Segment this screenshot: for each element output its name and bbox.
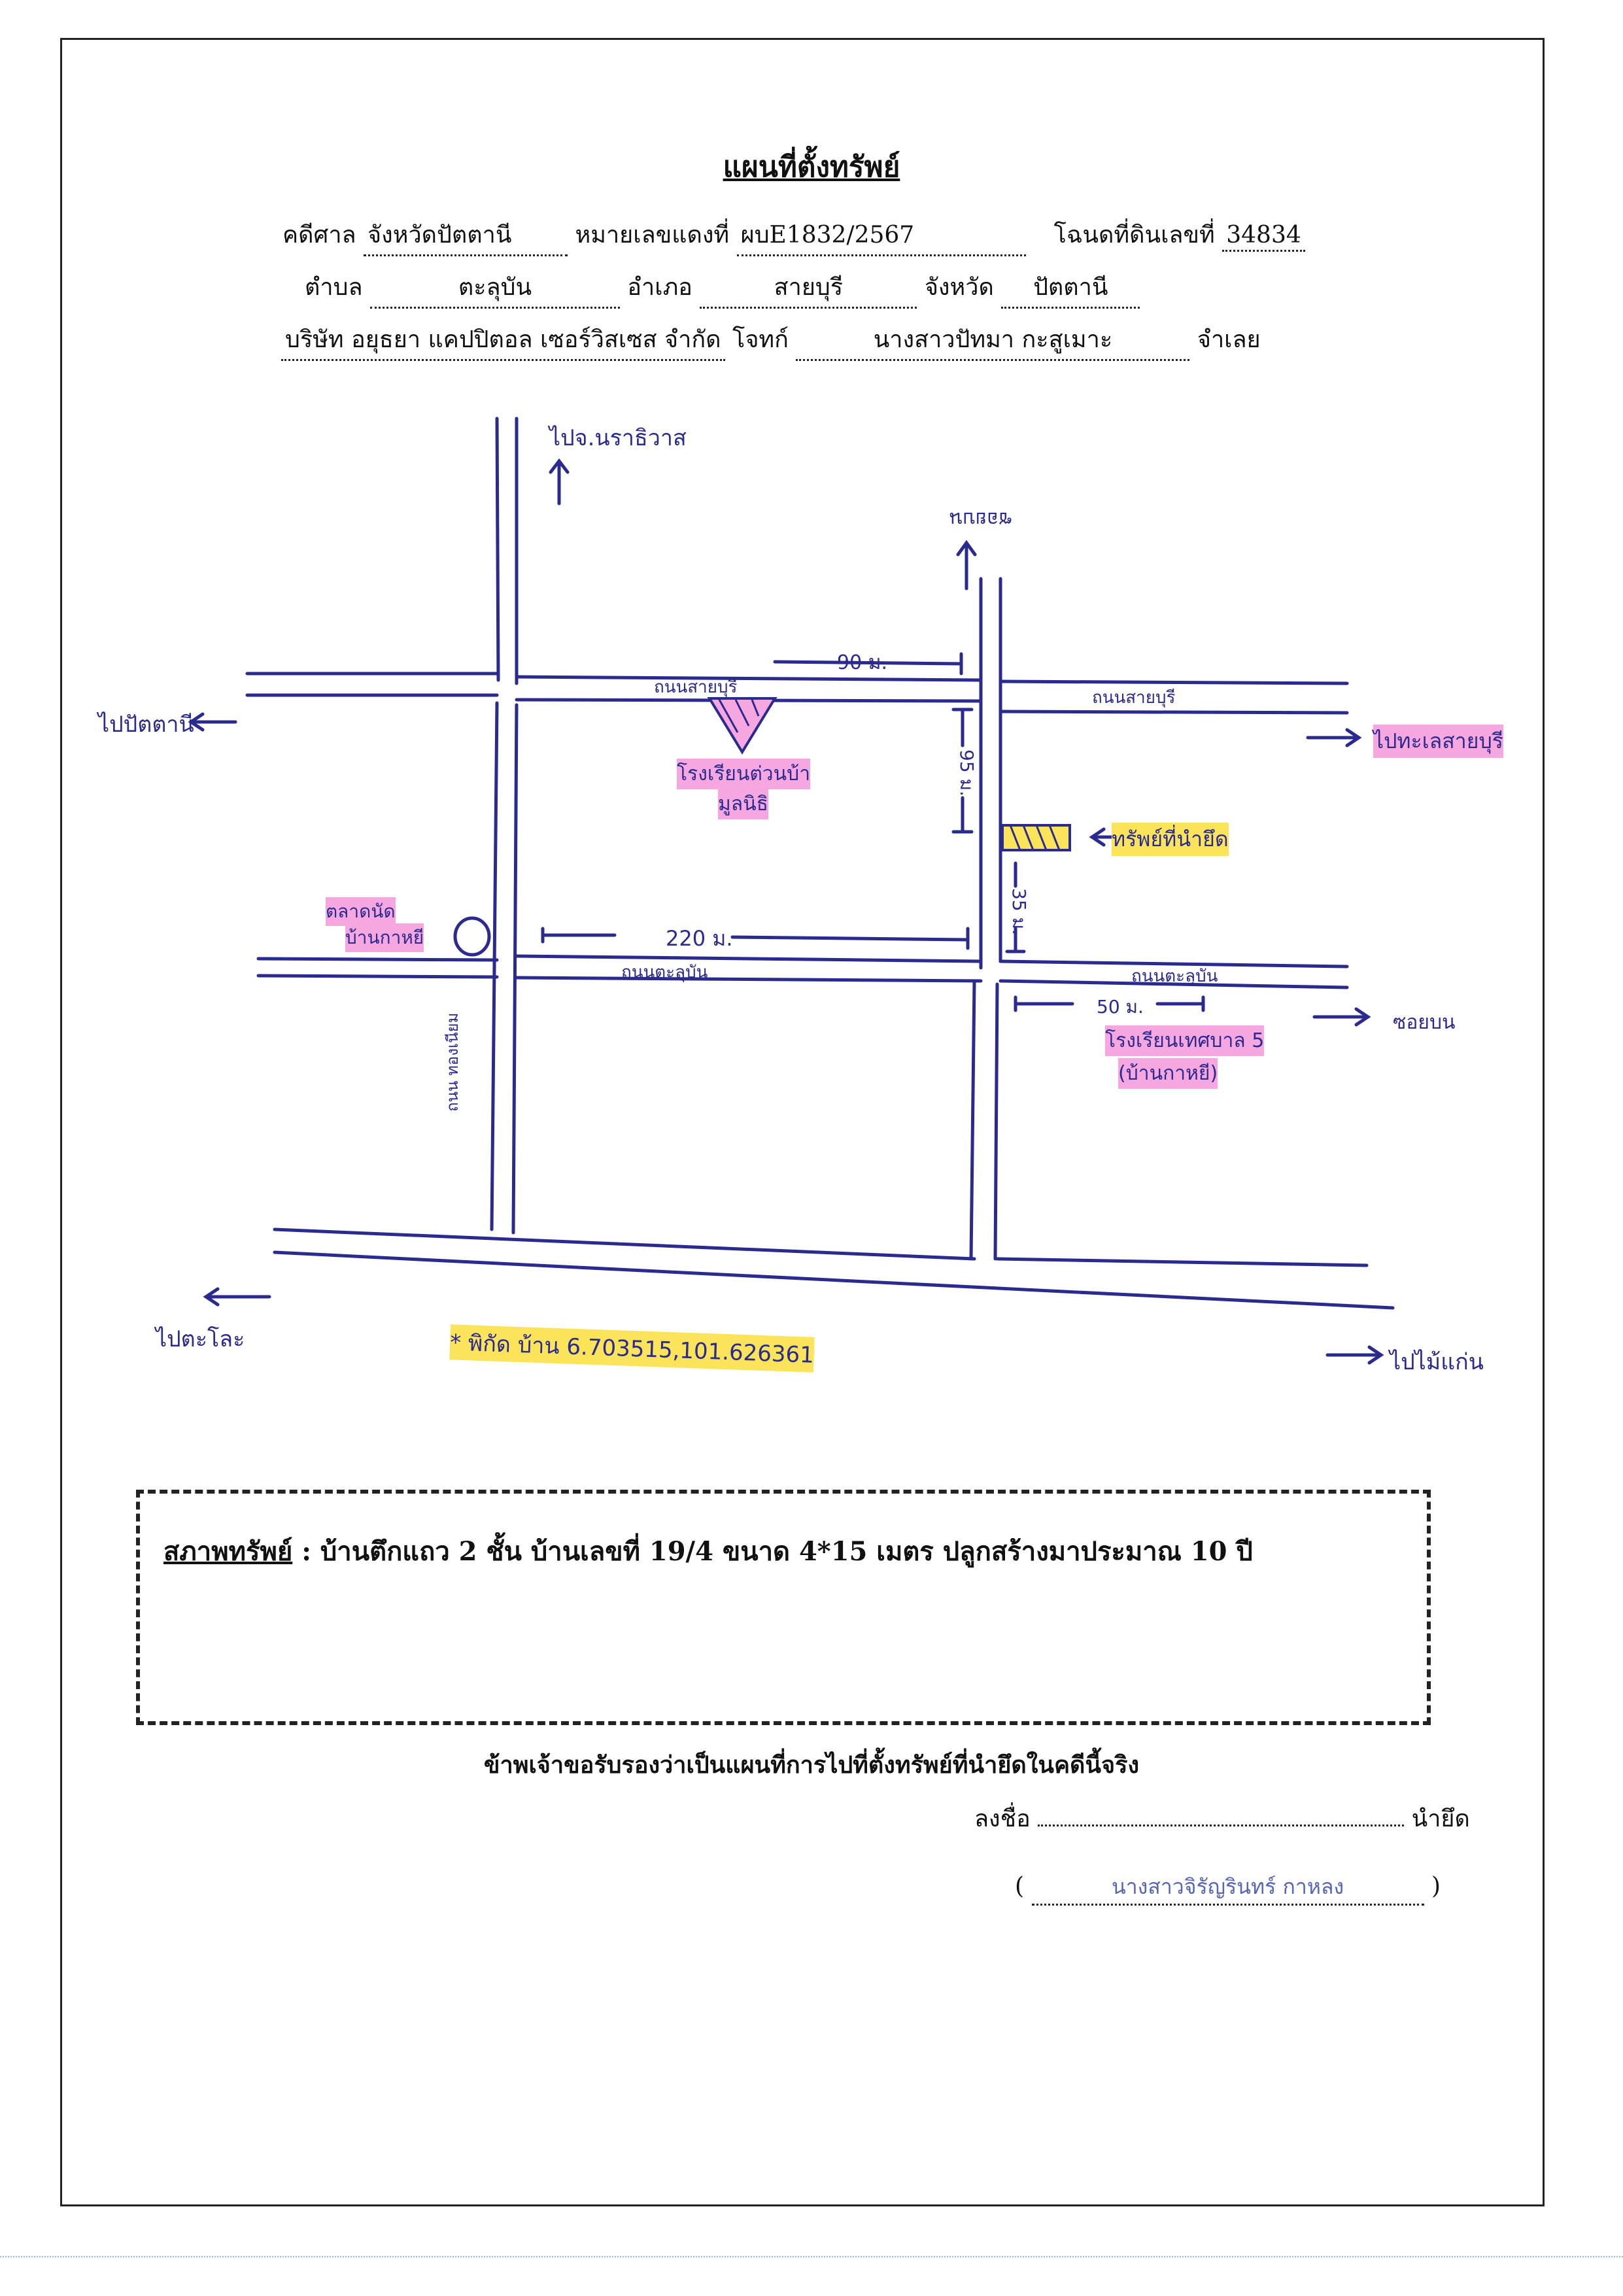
defendant-label: จำเลย [1197,326,1261,353]
label-school-top: โรงเรียนต่วนบ้า [677,759,811,789]
label-school-top-2: มูลนิธิ [718,789,768,819]
court-row: คดีศาล จังหวัดปัตตานี หมายเลขแดงที่ ผบE1… [282,216,1305,256]
label-to-pattani: ไปปัตตานี [98,711,194,738]
signature-row: ลงชื่อ นำยึด [974,1800,1470,1837]
label-school-bottom-2: (บ้านกาหยี) [1118,1058,1218,1089]
label-property: ทรัพย์ที่นำยึด [1112,823,1229,856]
certification-statement: ข้าพเจ้าขอรับรองว่าเป็นแผนที่การไปที่ตั้… [483,1751,1140,1779]
signature-line [1038,1825,1405,1826]
court-label: คดีศาล [282,222,356,248]
paren-close: ) [1431,1873,1441,1900]
location-map [188,417,1395,1365]
label-market-2: บ้านกาหยี [345,923,424,952]
label-dist-220: 220 ม. [666,926,733,951]
page-title: แผนที่ตั้งทรัพย์ [723,150,900,184]
plaintiff-value: บริษัท อยุธยา แคปปิตอล เซอร์วิสเซส จำกัด [281,320,725,361]
label-dist-50: 50 ม. [1097,996,1144,1018]
district-value: สายบุรี [700,268,917,309]
school-marker [707,697,777,755]
case-value: ผบE1832/2567 [736,216,1026,256]
signer-role: นำยึด [1411,1806,1470,1832]
province-value: ปัตตานี [1001,268,1140,309]
parties-row: บริษัท อยุธยา แคปปิตอล เซอร์วิสเซส จำกัด… [281,320,1261,361]
condition-line: สภาพทรัพย์ : บ้านตึกแถว 2 ชั้น บ้านเลขที… [163,1530,1253,1572]
district-label: อำเภอ [627,274,692,301]
label-road-taluban-right: ถนนตะลุบัน [1131,967,1218,986]
label-dist-35: 35 ม. [1008,888,1030,935]
paren-open: ( [1015,1873,1025,1900]
label-market: ตลาดนัด [326,897,396,926]
label-soi-top: ซอยบน [949,507,1012,530]
subdistrict-value: ตะลุบัน [369,268,620,309]
label-soi-right: ซอยบน [1393,1011,1456,1034]
label-road-saiburi-left: ถนนสายบุรี [654,677,738,697]
location-row: ตำบล ตะลุบัน อำเภอ สายบุรี จังหวัด ปัตตา… [305,268,1140,309]
label-road-saiburi-right: ถนนสายบุรี [1092,688,1176,708]
deed-label: โฉนดที่ดินเลขที่ [1053,222,1215,248]
label-school-bottom: โรงเรียนเทศบาล 5 [1105,1025,1265,1056]
defendant-value: นางสาวปัทมา กะสูเมาะ [796,320,1190,361]
condition-label: สภาพทรัพย์ [163,1536,293,1567]
subdistrict-label: ตำบล [305,274,363,301]
page-frame [60,38,1545,2206]
deed-value: 34834 [1222,222,1305,252]
page-bottom-divider [0,2256,1623,2257]
label-to-narathiwat: ไปจ.นราธิวาส [549,425,687,451]
label-dist-95: 95 ม. [955,749,978,797]
signer-name-row: ( นางสาวจิรัญรินทร์ กาหลง ) [1015,1870,1441,1906]
sign-label: ลงชื่อ [974,1806,1031,1832]
label-to-maikaen: ไปไม้แก่น [1390,1349,1484,1375]
road-left-edge-1 [495,417,500,682]
label-dist-90: 90 ม. [837,651,888,674]
court-value: จังหวัดปัตตานี [364,216,568,256]
condition-text: : บ้านตึกแถว 2 ชั้น บ้านเลขที่ 19/4 ขนาด… [301,1536,1253,1567]
label-to-saiburi: ไปทะเลสายบุรี [1373,725,1503,758]
signer-name-stamp: นางสาวจิรัญรินทร์ กาหลง [1031,1870,1424,1906]
condition-box [136,1490,1431,1725]
plaintiff-label: โจทก์ [732,326,789,353]
label-road-vertical: ถนน ทองเนียม [443,1012,462,1112]
label-road-taluban-left: ถนนตะลุบัน [621,963,708,982]
label-to-pakpho: ไปตะโละ [156,1326,245,1352]
province-label: จังหวัด [924,274,994,301]
case-label: หมายเลขแดงที่ [575,222,730,248]
